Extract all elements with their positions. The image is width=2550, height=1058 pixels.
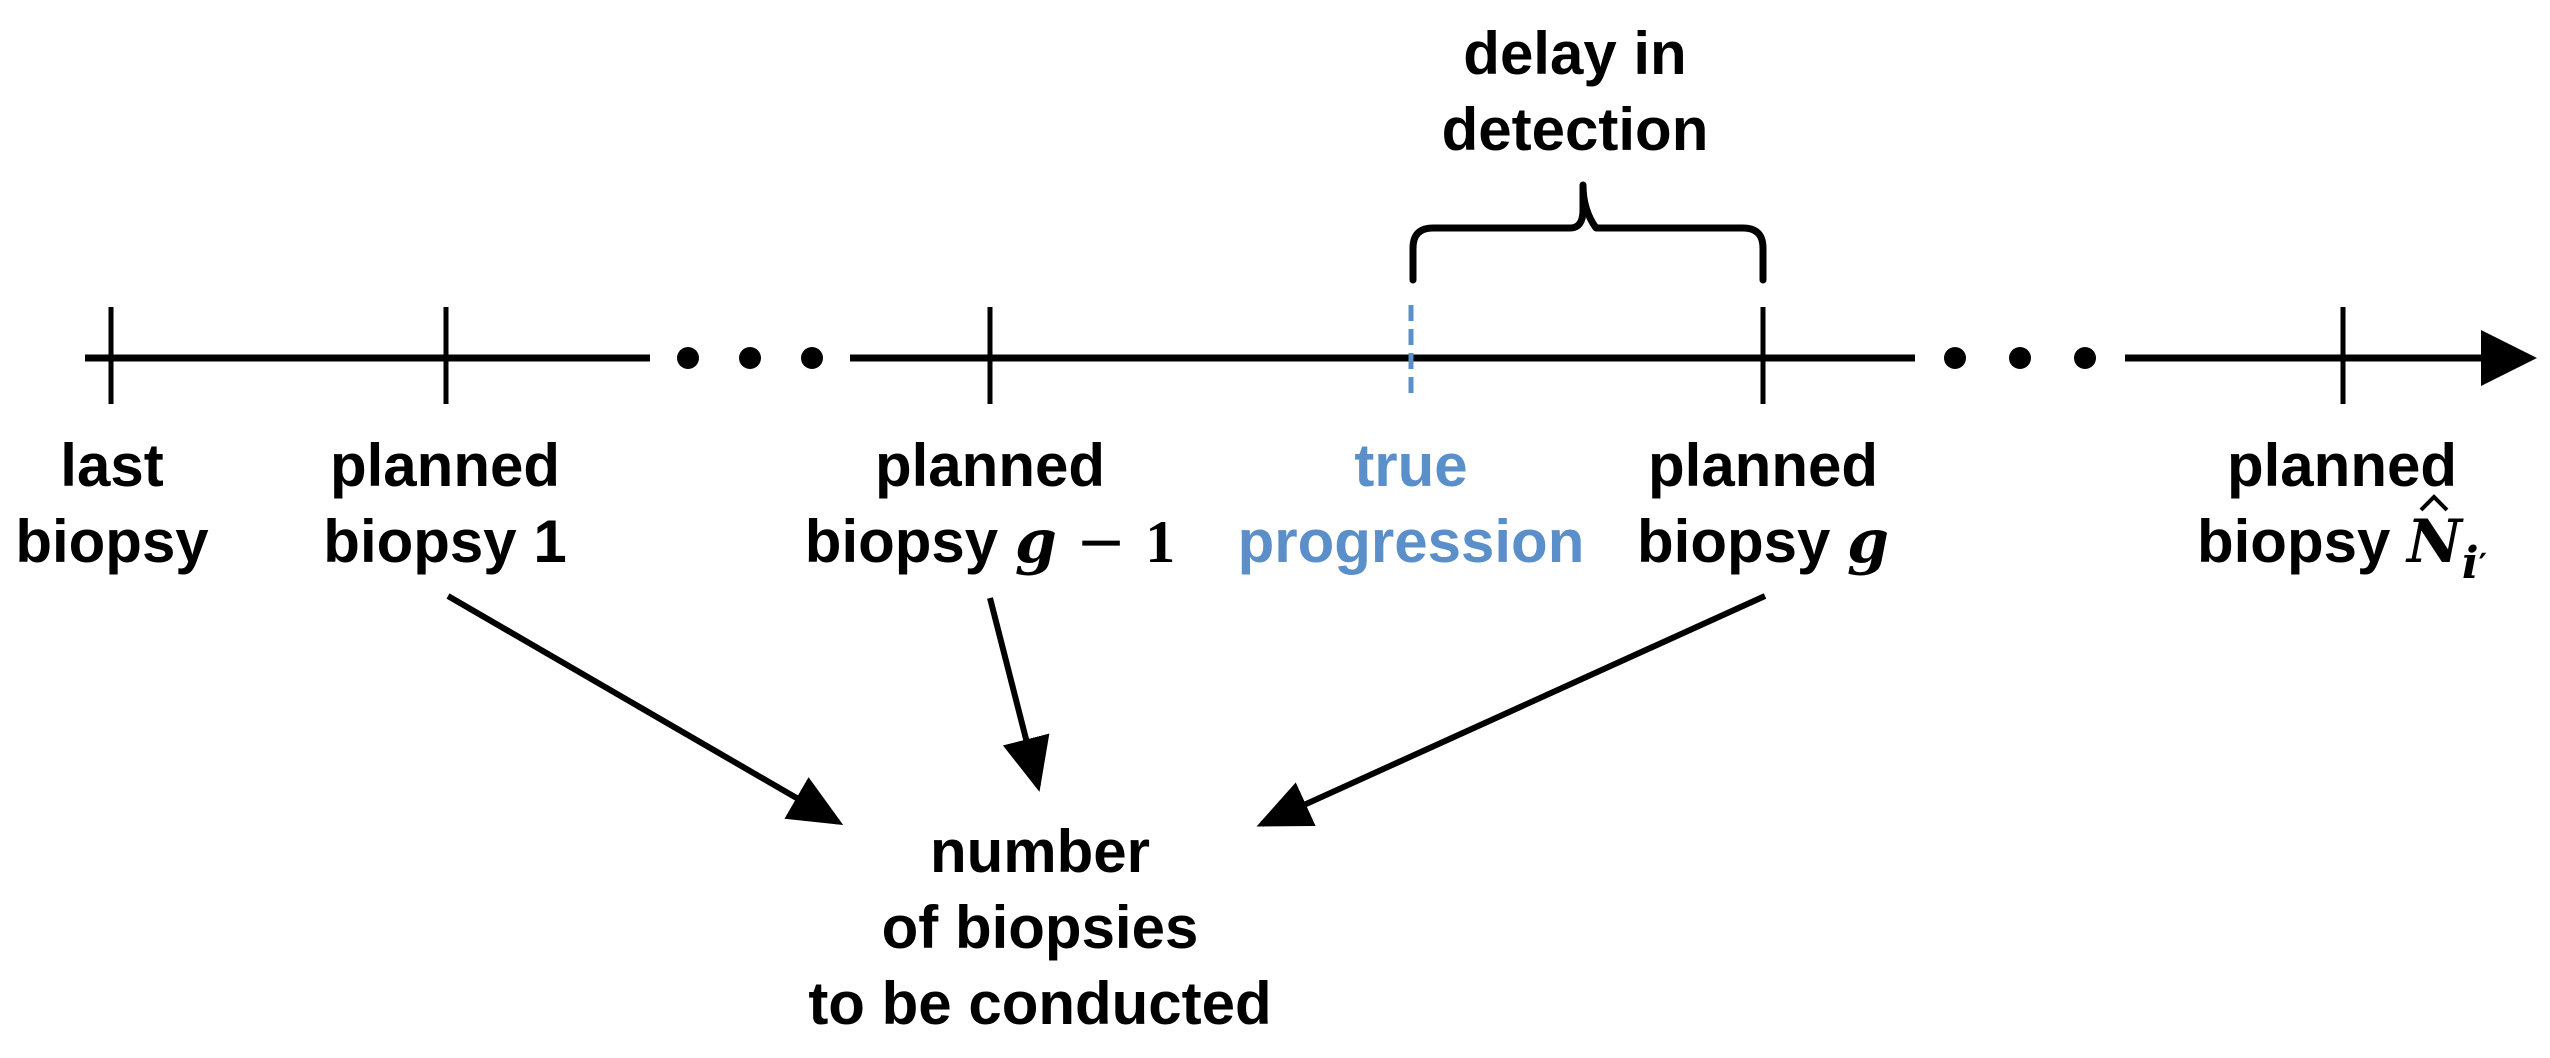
math-prime: ′ — [2478, 546, 2488, 584]
planned-biopsy-g-line2: biopsy g — [1637, 504, 1889, 580]
label-true-progression: true progression — [1238, 428, 1585, 580]
hat-icon — [2420, 494, 2449, 512]
biopsy-text: biopsy — [804, 508, 1015, 575]
math-one: 1 — [1145, 509, 1176, 575]
result-line2: of biopsies — [881, 894, 1199, 961]
biopsy-text: biopsy — [2196, 508, 2408, 575]
label-planned-biopsy-1: planned biopsy 1 — [323, 428, 566, 580]
label-planned-biopsy-g-minus-1: planned biopsy g − 1 — [805, 428, 1175, 580]
math-N: N — [2407, 507, 2462, 577]
math-g: g — [1847, 507, 1889, 577]
arrow-from-planned-biopsy-g-minus-1 — [987, 597, 1050, 792]
math-minus: − — [1056, 507, 1146, 577]
planned-biopsy-g-minus-1-line1: planned — [874, 432, 1105, 499]
result-label: number of biopsies to be conducted — [808, 814, 1271, 1042]
ellipsis-right — [1944, 347, 2096, 369]
arrow-from-planned-biopsy-g — [1256, 593, 1767, 827]
delay-label-line1: delay in — [1463, 20, 1687, 87]
arrow-from-planned-biopsy-1 — [446, 593, 844, 826]
ellipsis-left — [677, 347, 823, 369]
last-biopsy-line1: last — [60, 432, 164, 499]
last-biopsy-line2: biopsy — [15, 508, 209, 575]
math-i-subscript: i′ — [2462, 538, 2487, 589]
math-i: i — [2461, 538, 2479, 589]
true-progression-line1: true — [1354, 432, 1468, 499]
true-progression-line2: progression — [1237, 508, 1585, 575]
planned-biopsy-g-line1: planned — [1647, 432, 1879, 499]
delay-brace — [1409, 181, 1767, 284]
planned-biopsy-1-line2: biopsy 1 — [323, 508, 567, 575]
label-last-biopsy: last biopsy — [15, 428, 208, 580]
planned-biopsy-N-line1: planned — [2226, 432, 2457, 499]
planned-biopsy-1-line1: planned — [329, 432, 560, 499]
delay-in-detection-label: delay in detection — [1442, 16, 1709, 168]
biopsy-text: biopsy — [1637, 508, 1848, 575]
label-planned-biopsy-g: planned biopsy g — [1637, 428, 1889, 580]
math-g: g — [1014, 507, 1057, 577]
planned-biopsy-N-line2: biopsy Ni′ — [2196, 494, 2487, 589]
label-planned-biopsy-N: planned biopsy Ni′ — [2197, 428, 2487, 589]
math-N-hat: N — [2407, 494, 2462, 580]
delay-label-line2: detection — [1441, 96, 1709, 163]
planned-biopsy-g-minus-1-line2: biopsy g − 1 — [805, 504, 1175, 580]
result-line1: number — [929, 818, 1151, 885]
result-line3: to be conducted — [808, 970, 1272, 1037]
